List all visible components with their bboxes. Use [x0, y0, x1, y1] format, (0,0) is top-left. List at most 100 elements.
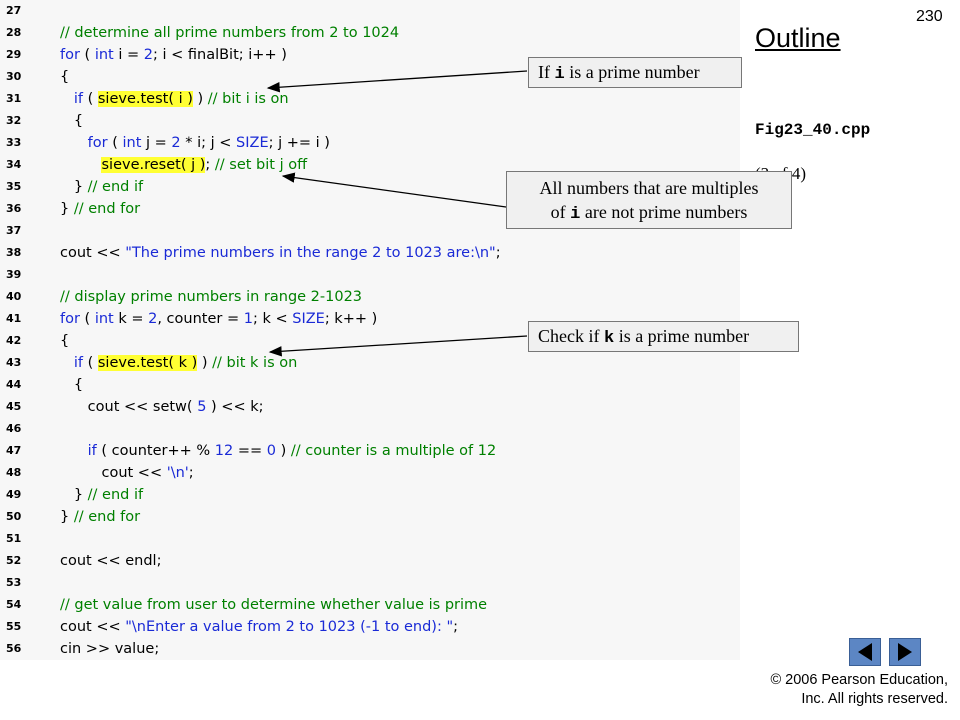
callout-code: i: [554, 65, 565, 84]
line-number: 40: [6, 290, 22, 303]
code-token: // bit i is on: [207, 91, 289, 107]
code-token: ; k++ ): [324, 311, 378, 327]
code-text: {: [60, 332, 69, 350]
code-token: // get value from user to determine whet…: [60, 597, 488, 613]
callout-prefix: Check if: [538, 326, 604, 346]
highlighted-code: sieve.test( i ): [97, 91, 193, 107]
highlighted-code: sieve.reset( j ): [101, 157, 206, 173]
code-token: }: [60, 487, 88, 503]
code-token: cout <<: [60, 245, 126, 261]
code-text: cout << endl;: [60, 552, 161, 570]
copyright-line-2: Inc. All rights reserved.: [801, 691, 948, 707]
code-token: // set bit j off: [214, 157, 308, 173]
code-text: cout << '\n';: [60, 464, 193, 482]
code-token: (: [82, 355, 98, 371]
nav-back-button[interactable]: [849, 638, 881, 666]
nav-forward-button[interactable]: [889, 638, 921, 666]
line-number: 33: [6, 136, 22, 149]
code-token: (: [79, 311, 95, 327]
code-token: 1: [243, 311, 253, 327]
code-token: ( counter++ %: [96, 443, 215, 459]
code-text: } // end for: [60, 200, 140, 218]
code-token: SIZE: [292, 311, 325, 327]
line-number: 34: [6, 158, 22, 171]
code-line: 50 } // end for: [0, 506, 740, 528]
code-token: // end for: [73, 201, 141, 217]
code-line: 33 for ( int j = 2 * i; j < SIZE; j += i…: [0, 132, 740, 154]
code-text: for ( int i = 2; i < finalBit; i++ ): [60, 46, 287, 64]
code-line: 43 if ( sieve.test( k ) ) // bit k is on: [0, 352, 740, 374]
code-token: cout <<: [60, 465, 167, 481]
code-line: 48 cout << '\n';: [0, 462, 740, 484]
code-token: if: [73, 355, 83, 371]
callout-line-1: All numbers that are multiples: [539, 178, 759, 198]
code-token: }: [60, 179, 88, 195]
line-number: 30: [6, 70, 22, 83]
code-token: 12: [214, 443, 234, 459]
left-triangle-icon: [858, 643, 872, 661]
code-text: {: [60, 68, 69, 86]
code-token: cout << setw(: [60, 399, 198, 415]
code-token: {: [60, 113, 84, 129]
code-text: if ( sieve.test( k ) ) // bit k is on: [60, 354, 297, 372]
code-text: cout << setw( 5 ) << k;: [60, 398, 264, 416]
code-token: cout <<: [60, 619, 126, 635]
code-token: 0: [266, 443, 276, 459]
code-token: SIZE: [236, 135, 269, 151]
code-token: ): [192, 91, 208, 107]
code-text: // display prime numbers in range 2-1023: [60, 288, 362, 306]
line-number: 35: [6, 180, 22, 193]
code-text: cout << "The prime numbers in the range …: [60, 244, 501, 262]
callout-suffix: are not prime numbers: [580, 202, 748, 222]
code-token: ;: [453, 619, 459, 635]
code-token: // display prime numbers in range 2-1023: [60, 289, 363, 305]
line-number: 56: [6, 642, 22, 655]
code-token: j =: [141, 135, 172, 151]
callout-prefix: of: [550, 202, 571, 222]
code-text: if ( counter++ % 12 == 0 ) // counter is…: [60, 442, 497, 460]
code-line: 44 {: [0, 374, 740, 396]
callout-prefix: If: [538, 62, 555, 82]
line-number: 43: [6, 356, 22, 369]
code-token: {: [60, 377, 84, 393]
line-number: 47: [6, 444, 22, 457]
code-token: ) << k;: [206, 399, 264, 415]
code-token: ==: [233, 443, 267, 459]
right-triangle-icon: [898, 643, 912, 661]
code-token: for: [60, 47, 80, 63]
code-token: ): [197, 355, 213, 371]
code-line: 37: [0, 220, 740, 242]
code-text: // get value from user to determine whet…: [60, 596, 487, 614]
line-number: 49: [6, 488, 22, 501]
code-token: {: [60, 333, 70, 349]
outline-title[interactable]: Outline: [755, 23, 841, 53]
line-number: 29: [6, 48, 22, 61]
line-number: 50: [6, 510, 22, 523]
code-token: for: [87, 135, 108, 151]
code-token: if: [73, 91, 83, 107]
arrow-1: [266, 70, 528, 93]
code-token: if: [87, 443, 97, 459]
code-line: 28// determine all prime numbers from 2 …: [0, 22, 740, 44]
code-line: 38 cout << "The prime numbers in the rang…: [0, 242, 740, 264]
line-number: 27: [6, 4, 22, 17]
callout-code: i: [570, 205, 581, 224]
code-token: "\nEnter a value from 2 to 1023 (-1 to e…: [125, 619, 454, 635]
code-line: 53: [0, 572, 740, 594]
code-text: } // end for: [60, 508, 140, 526]
code-token: cout << endl;: [60, 553, 162, 569]
code-text: } // end if: [60, 178, 143, 196]
copyright-line-1: © 2006 Pearson Education,: [770, 672, 948, 688]
code-token: * i; j <: [180, 135, 237, 151]
code-token: for: [60, 311, 80, 327]
figure-file-name: Fig23_40.cpp: [755, 121, 871, 139]
line-number: 44: [6, 378, 22, 391]
code-line: 39: [0, 264, 740, 286]
line-number: 53: [6, 576, 22, 589]
line-number: 38: [6, 246, 22, 259]
code-line: 30 {: [0, 66, 740, 88]
code-line: 35 } // end if: [0, 176, 740, 198]
code-line: 49 } // end if: [0, 484, 740, 506]
line-number: 52: [6, 554, 22, 567]
